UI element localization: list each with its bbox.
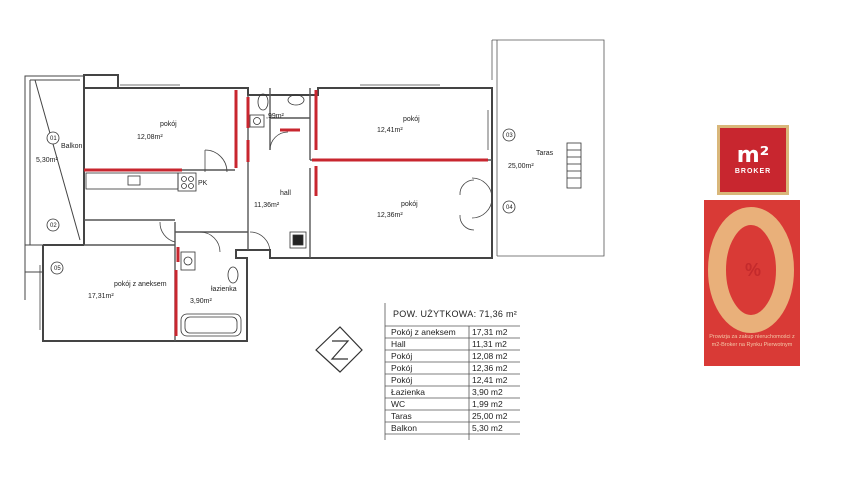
terrace-grate-icon [566, 142, 582, 189]
room-area-lazienka: 3,90m² [190, 298, 212, 305]
room-area-pokoj-2: 12,41m² [377, 127, 403, 134]
room-area-balkon: 5,30m² [36, 157, 58, 164]
area-table-room-value: 12,08 m2 [472, 351, 508, 361]
promo-percent: % [745, 260, 761, 280]
area-table-room-value: 25,00 m2 [472, 411, 508, 421]
room-label-pokoj-aneks: pokój z aneksem [114, 281, 167, 288]
red-walls [84, 90, 488, 336]
room-area-hall: 11,36m² [254, 202, 280, 209]
promo-banner: % Prowizja za zakup nieruchomości z m2-B… [704, 200, 800, 366]
room-area-taras: 25,00m² [508, 163, 534, 170]
area-table-room-value: 1,99 m2 [472, 399, 503, 409]
m2-broker-logo: m² BROKER [717, 125, 789, 195]
section-marker-labels: 01 02 05 03 04 [50, 133, 513, 272]
section-markers [46, 128, 516, 275]
marker-01: 01 [50, 136, 57, 142]
area-table-room-name: Pokój z aneksem [391, 327, 456, 337]
area-table-room-value: 12,36 m2 [472, 363, 508, 373]
room-label-pk: PK [198, 180, 208, 187]
room-labels: pokój 12,08m² ,99m² pokój 12,41m² Balkon… [36, 113, 554, 305]
area-table-room-name: Pokój [391, 363, 412, 373]
room-label-pokoj-1: pokój [160, 121, 177, 128]
room-label-pokoj-2: pokój [403, 116, 420, 123]
area-table-room-name: Balkon [391, 423, 417, 433]
area-table-room-name: Pokój [391, 375, 412, 385]
marker-03: 03 [506, 133, 513, 139]
room-area-wc: ,99m² [266, 113, 285, 120]
area-table-title: POW. UŻYTKOWA: 71,36 m² [393, 309, 517, 319]
area-table-room-name: WC [391, 399, 405, 409]
bathroom-fixtures [180, 93, 305, 337]
promo-zero-graphic: % [708, 207, 794, 333]
area-table-room-value: 3,90 m2 [472, 387, 503, 397]
outer-walls [42, 74, 493, 342]
area-table: POW. UŻYTKOWA: 71,36 m² Pokój z aneksem 1… [384, 303, 520, 440]
terrace-outline [491, 39, 605, 257]
marker-05: 05 [54, 266, 61, 272]
area-table-room-value: 17,31 m2 [472, 327, 508, 337]
area-table-room-name: Pokój [391, 351, 412, 361]
area-table-room-name: Taras [391, 411, 412, 421]
room-label-taras: Taras [536, 150, 554, 157]
marker-04: 04 [506, 205, 513, 211]
windows [39, 84, 489, 330]
area-table-room-value: 5,30 m2 [472, 423, 503, 433]
chimney-block [289, 231, 307, 249]
room-label-hall: hall [280, 190, 291, 197]
logo-main-text: m² [736, 143, 770, 168]
doors [159, 131, 493, 253]
room-area-pokoj-1: 12,08m² [137, 134, 163, 141]
room-label-pokoj-3: pokój [401, 201, 418, 208]
area-table-room-name: Łazienka [391, 387, 425, 397]
room-area-pokoj-3: 12,36m² [377, 212, 403, 219]
interior-walls [84, 88, 492, 341]
room-label-lazienka: łazienka [211, 286, 237, 293]
room-label-balkon: Balkon [61, 143, 83, 150]
area-table-room-name: Hall [391, 339, 406, 349]
promo-text: Prowizja za zakup nieruchomości z m2-Bro… [709, 334, 795, 348]
area-table-room-value: 12,41 m2 [472, 375, 508, 385]
room-area-pokoj-aneks: 17,31m² [88, 293, 114, 300]
north-arrow-icon [315, 326, 363, 373]
logo-sub-text: BROKER [734, 168, 772, 175]
marker-02: 02 [50, 223, 57, 229]
kitchen-counter [85, 172, 197, 192]
area-table-room-value: 11,31 m2 [472, 339, 507, 349]
